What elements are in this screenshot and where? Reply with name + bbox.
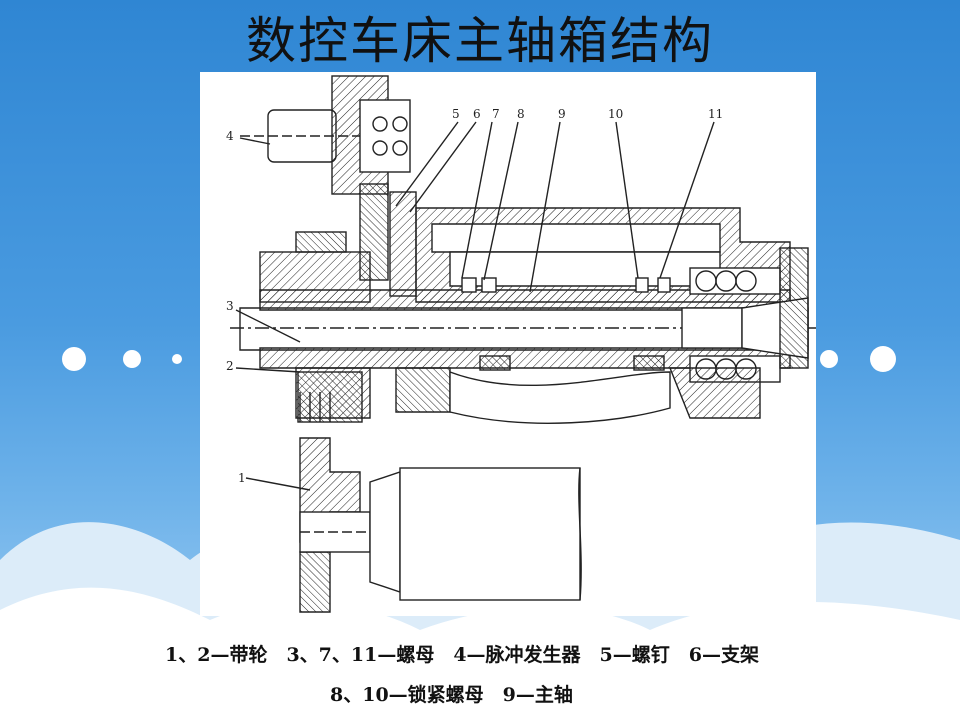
decor-dot (62, 347, 86, 371)
part-label-6: 6 (473, 107, 481, 121)
slide-title: 数控车床主轴箱结构 (246, 12, 714, 70)
caption-line-2: 8、10—锁紧螺母 9—主轴 (330, 684, 573, 706)
part-label-4: 4 (226, 129, 234, 143)
part-label-8: 8 (517, 107, 525, 121)
decor-dot (820, 350, 838, 368)
part-label-9: 9 (558, 107, 566, 121)
spindle-box-diagram: 4 5 6 7 8 9 10 11 3 2 1 (200, 72, 816, 616)
part-label-1: 1 (238, 471, 246, 485)
part-label-10: 10 (608, 107, 623, 121)
part-label-3: 3 (226, 299, 234, 313)
caption-line-1: 1、2—带轮 3、7、11—螺母 4—脉冲发生器 5—螺钉 6—支架 (165, 644, 759, 666)
decor-dot (870, 346, 896, 372)
part-label-7: 7 (492, 107, 500, 121)
part-label-5: 5 (452, 107, 460, 121)
part-label-11: 11 (708, 107, 723, 121)
decor-dot (172, 354, 182, 364)
caption-panel (153, 630, 888, 716)
part-label-2: 2 (226, 359, 234, 373)
decor-dot (123, 350, 141, 368)
spindle-box-drawing: 4 5 6 7 8 9 10 11 3 2 1 (226, 75, 816, 613)
